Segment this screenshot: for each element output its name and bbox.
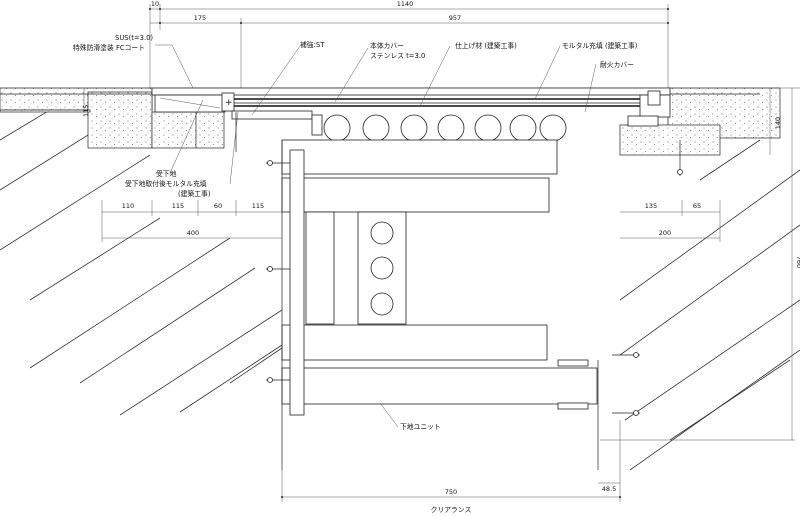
anchor-bolt-icon: [612, 410, 640, 416]
label-sus-coating: 特殊防滑塗装 FCコート: [73, 43, 145, 52]
roller-ball-icon: [539, 114, 567, 142]
annotation-labels: SUS(t=3.0) 特殊防滑塗装 FCコート 補強:ST 本体カバー ステンレ…: [73, 34, 638, 431]
roller-ball-icon: [474, 114, 502, 142]
dim-bottom-offset: 48.5: [602, 485, 616, 493]
dim-60: 60: [214, 202, 222, 210]
label-substrate-mortar: 受下地取付後モルタル充填: [125, 179, 207, 188]
anchor-bolt-icon: [677, 140, 683, 176]
side-dimensions: 115 140 760: [82, 88, 800, 441]
dim-top-right-part: 957: [449, 14, 461, 22]
label-base-unit: 下地ユニット: [400, 422, 441, 431]
anchor-bolt-icon: [266, 160, 290, 166]
anchor-bolt-icon: [612, 352, 640, 358]
wall-hatching: [0, 109, 800, 471]
dim-400: 400: [187, 229, 199, 237]
clearance-dimension: 750 48.5 クリアランス: [281, 420, 621, 514]
label-finish-material: 仕上げ材 (建築工事): [455, 41, 517, 50]
dim-110: 110: [122, 202, 134, 210]
label-mortar-fill: モルタル充填 (建築工事): [562, 41, 638, 50]
top-dimensions: 10 1140 175 957: [149, 0, 669, 88]
dim-top-left-gap: 10: [151, 0, 159, 8]
dim-left-depth: 115: [82, 105, 90, 117]
leader-lines: [155, 44, 597, 428]
label-body-cover-material: ステンレス t=3.0: [370, 52, 425, 60]
dim-115a: 115: [172, 202, 184, 210]
label-substrate-mortar-note: (建築工事): [178, 189, 211, 198]
roller-ball-icon: [362, 114, 390, 142]
roller-ball-icon: [509, 114, 537, 142]
label-body-cover: 本体カバー: [370, 41, 404, 50]
label-fire-cover: 耐火カバー: [600, 60, 634, 69]
dim-65: 65: [693, 202, 701, 210]
dim-right-depth: 140: [774, 117, 782, 129]
roller-ball-icon: [323, 114, 351, 142]
lower-dimensions: 110 115 60 115 135 65 400 200: [101, 200, 721, 242]
dim-135: 135: [645, 202, 657, 210]
dim-overall-height: 760: [795, 256, 800, 268]
dim-115b: 115: [252, 202, 264, 210]
plus-icon: +: [225, 98, 233, 108]
dim-200: 200: [659, 229, 671, 237]
roller-balls: [311, 114, 567, 142]
dim-top-left-part: 175: [194, 14, 206, 22]
floor-slabs: [0, 87, 800, 156]
roller-ball-icon: [437, 114, 465, 142]
base-unit-structure: [281, 139, 599, 470]
anchor-bolt-icon: [266, 377, 290, 383]
body-cover-plate: +: [151, 87, 671, 127]
anchor-bolt-icon: [266, 266, 290, 272]
roller-ball-icon: [400, 114, 428, 142]
label-reinforcement: 補強:ST: [300, 40, 325, 49]
label-substrate: 受下地: [156, 169, 177, 178]
dim-top-overall: 1140: [397, 0, 414, 8]
clearance-label: クリアランス: [431, 506, 472, 514]
dim-clearance-width: 750: [445, 488, 457, 496]
label-sus: SUS(t=3.0): [115, 34, 153, 42]
